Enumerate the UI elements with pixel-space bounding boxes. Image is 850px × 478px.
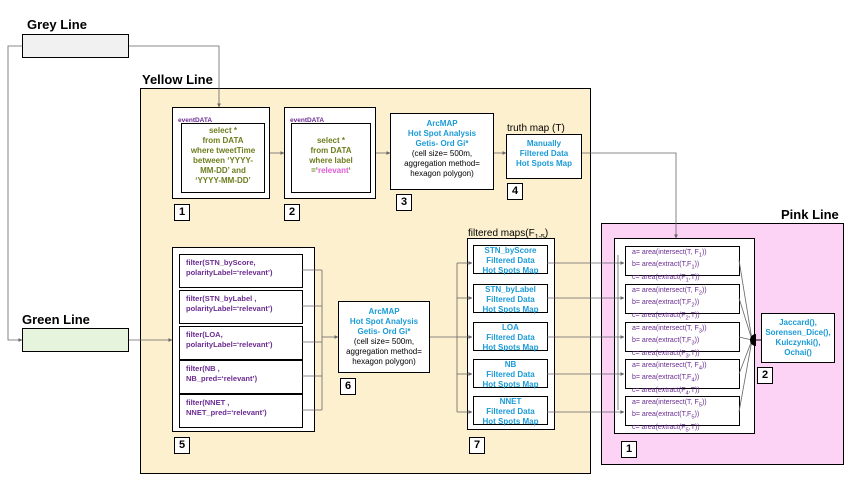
step2-line3: where label (309, 156, 353, 165)
step5-number: 5 (174, 437, 190, 454)
step2-label: eventDATA (290, 117, 325, 124)
step4-line2: Filtered Data (519, 149, 569, 158)
area-group-2: a= area(intersect(T, F2)) b= area(extrac… (625, 284, 740, 321)
area-group-5: a= area(intersect(T, F5)) b= area(extrac… (625, 396, 740, 433)
step1-line6: ‘YYYY-MM-DD’ (195, 176, 251, 185)
area-group-4: a= area(intersect(T, F4)) b= area(extrac… (625, 359, 740, 396)
metric-sorensen-dice: Sorensen_Dice(), (765, 328, 831, 337)
pink-line-title: Pink Line (781, 207, 839, 222)
step1-line5: MM-DD’ and (200, 166, 246, 175)
step2-line4: =‘relevant‘ (311, 166, 351, 175)
filter-stn-bylabel: filter(STN_byLabel ,polarityLabel=‘relev… (179, 290, 303, 324)
filter-nnet: filter(NNET ,NNET_pred=‘relevant’) (179, 394, 303, 428)
step6-line6: hexagon polygon) (352, 357, 416, 366)
step2-line1: select * (316, 136, 346, 145)
step3-line6: hexagon polygon) (410, 169, 474, 178)
step3-line1: ArcMAP (426, 119, 458, 128)
step6-line4: (cell size= 500m, (353, 337, 415, 346)
step2-box: eventDATA select * from DATA where label… (284, 107, 376, 199)
step2-number: 2 (284, 204, 300, 221)
step7-number: 7 (469, 437, 485, 454)
grey-line-title: Grey Line (27, 17, 87, 32)
step3-line4: (cell size= 500m, (411, 149, 473, 158)
metric-kulczynki: Kulczynki(), (775, 338, 821, 347)
truth-map-title: truth map (T) (507, 123, 565, 134)
step3-box: ArcMAP Hot Spot Analysis Getis- Ord Gi* … (390, 113, 494, 190)
step6-line2: Hot Spot Analysis (349, 317, 419, 326)
metric-jaccard: Jaccard(), (779, 318, 817, 327)
pink-step1-box: a= area(intersect(T, F1)) b= area(extrac… (614, 238, 755, 434)
yellow-line-title: Yellow Line (142, 72, 213, 87)
area-group-3: a= area(intersect(T, F3)) b= area(extrac… (625, 322, 740, 359)
step6-line5: aggregation method= (346, 347, 422, 356)
filtered-maps-title: filtered maps(F1-5) (468, 228, 549, 241)
step1-line1: select * (208, 126, 238, 135)
step1-line2: from DATA (202, 136, 244, 145)
filter-loa: filter(LOA,polarityLabel=‘relevant’) (179, 326, 303, 360)
step6-box: ArcMAP Hot Spot Analysis Getis- Ord Gi* … (338, 301, 430, 373)
step2-line2: from DATA (310, 146, 352, 155)
step2-query-box: select * from DATA where label =‘relevan… (291, 123, 371, 193)
step4-line3: Hot Spots Map (516, 159, 572, 168)
step1-line3: where tweetTime (190, 146, 256, 155)
step4-number: 4 (507, 183, 523, 200)
area-group-1: a= area(intersect(T, F1)) b= area(extrac… (625, 246, 740, 283)
green-line-box (22, 328, 129, 352)
step5-box: filter(STN_byScore,polarityLabel=‘releva… (172, 247, 315, 432)
step1-box: eventDATA select * from DATA where tweet… (172, 107, 270, 199)
step6-line3: Getis- Ord Gi* (357, 327, 411, 336)
grey-line-box (22, 34, 129, 58)
pink-step2-box: Jaccard(), Sorensen_Dice(), Kulczynki(),… (761, 313, 835, 363)
pink-step2-number: 2 (757, 367, 773, 384)
merge-connector-icon (750, 334, 756, 346)
step6-line1: ArcMAP (368, 307, 400, 316)
filter-nb: filter(NB ,NB_pred=‘relevant’) (179, 360, 303, 394)
step4-box: Manually Filtered Data Hot Spots Map (506, 134, 582, 179)
green-line-title: Green Line (22, 312, 90, 327)
step1-label: eventDATA (178, 117, 213, 124)
step1-number: 1 (174, 204, 190, 221)
filter-stn-byscore: filter(STN_byScore,polarityLabel=‘releva… (179, 254, 303, 288)
step4-line1: Manually (526, 139, 562, 148)
step3-line5: aggregation method= (404, 159, 480, 168)
step3-line3: Getis- Ord Gi* (415, 139, 469, 148)
pink-step1-number: 1 (621, 441, 637, 458)
metric-ochai: Ochai() (784, 348, 812, 357)
step1-line4: between ‘YYYY- (192, 156, 254, 165)
step6-number: 6 (340, 378, 356, 395)
step3-number: 3 (396, 194, 412, 211)
step1-query-box: select * from DATA where tweetTime betwe… (181, 123, 265, 193)
step3-line2: Hot Spot Analysis (407, 129, 477, 138)
